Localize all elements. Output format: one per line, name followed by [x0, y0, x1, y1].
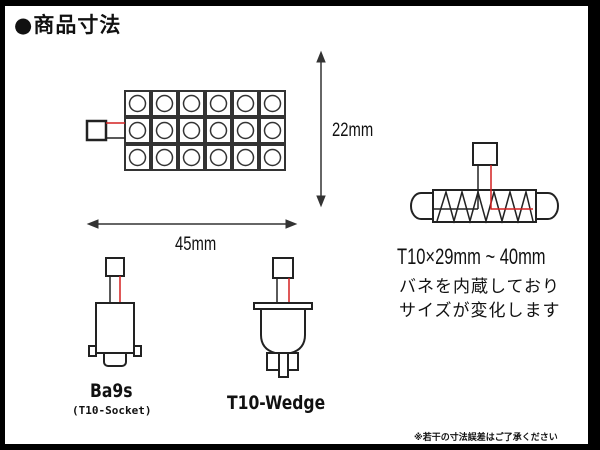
led-chip-icon [209, 121, 228, 140]
led-cell [124, 90, 151, 117]
led-cell [232, 90, 259, 117]
festoon-size-label: T10×29mm ~ 40mm [397, 244, 546, 269]
width-dimension-label: 45mm [175, 234, 217, 255]
led-cell [178, 144, 205, 171]
ba9s-subtitle: (T10-Socket) [72, 404, 152, 417]
led-chip-icon [209, 94, 228, 113]
t10-wedge-label: T10-Wedge [227, 392, 326, 414]
festoon-bulb-icon [410, 142, 559, 224]
footnote: ※若干の寸法誤差はご了承ください [414, 433, 558, 443]
led-panel [124, 90, 286, 171]
height-dimension-arrow [316, 50, 326, 208]
led-chip-icon [155, 94, 174, 113]
led-cell [205, 117, 232, 144]
led-cell [232, 117, 259, 144]
led-chip-icon [182, 94, 201, 113]
led-cell [151, 90, 178, 117]
led-chip-icon [155, 121, 174, 140]
led-cell [205, 144, 232, 171]
led-cell [124, 144, 151, 171]
ba9s-label: Ba9s [90, 380, 133, 402]
festoon-description-line2: サイズが変化します [399, 301, 561, 321]
led-chip-icon [236, 121, 255, 140]
led-cell [232, 144, 259, 171]
led-chip-icon [263, 148, 282, 167]
led-cell [259, 90, 286, 117]
led-cell [259, 117, 286, 144]
led-chip-icon [128, 121, 147, 140]
led-chip-icon [128, 148, 147, 167]
led-chip-icon [209, 148, 228, 167]
led-chip-icon [236, 148, 255, 167]
led-cell [151, 117, 178, 144]
led-cell [178, 90, 205, 117]
led-chip-icon [263, 94, 282, 113]
t10-wedge-adapter-icon [253, 257, 313, 378]
led-chip-icon [263, 121, 282, 140]
panel-connector-icon [85, 119, 125, 142]
led-cell [151, 144, 178, 171]
led-cell [205, 90, 232, 117]
led-chip-icon [236, 94, 255, 113]
ba9s-adapter-icon [88, 257, 142, 367]
led-chip-icon [182, 148, 201, 167]
led-chip-icon [128, 94, 147, 113]
led-cell [124, 117, 151, 144]
led-chip-icon [155, 148, 174, 167]
led-cell [178, 117, 205, 144]
festoon-description-line1: バネを内蔵しており [399, 277, 560, 297]
page-title: ●商品寸法 [14, 13, 122, 37]
height-dimension-label: 22mm [332, 120, 374, 141]
led-cell [259, 144, 286, 171]
led-chip-icon [182, 121, 201, 140]
width-dimension-arrow [86, 219, 298, 229]
